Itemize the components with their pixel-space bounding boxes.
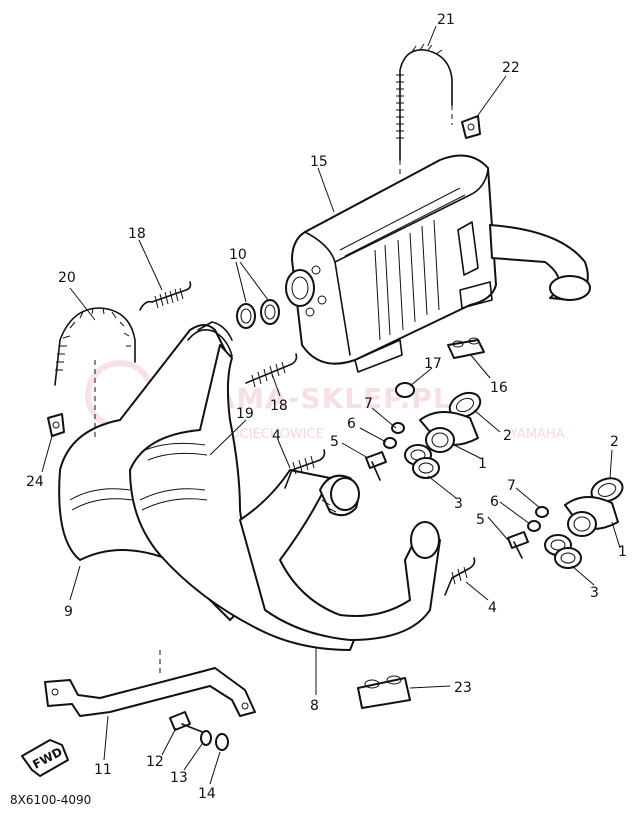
gaskets-10[interactable] [236, 299, 280, 329]
damper-16[interactable] [447, 337, 485, 359]
watermark-right-text: YAMAHA [509, 427, 565, 442]
callout-9: 9 [64, 604, 73, 620]
callout-5-lower: 5 [476, 512, 485, 528]
hardware-upper[interactable] [365, 422, 405, 481]
callout-7-upper: 7 [364, 396, 373, 412]
callout-19: 19 [236, 406, 254, 422]
callout-4-upper: 4 [272, 428, 281, 444]
callout-1-lower: 1 [618, 544, 627, 560]
washer-13[interactable] [200, 730, 212, 746]
callout-2-upper: 2 [503, 428, 512, 444]
callout-23: 23 [454, 680, 472, 696]
callout-labels: 21 22 15 18 10 20 18 19 17 16 7 6 5 2 1 … [26, 12, 627, 802]
damper-14[interactable] [215, 733, 229, 751]
gaskets-3-upper[interactable] [404, 444, 440, 479]
callout-18-lower: 18 [270, 398, 288, 414]
damper-23[interactable] [357, 675, 411, 709]
callout-7-lower: 7 [507, 478, 516, 494]
callout-6-lower: 6 [490, 494, 499, 510]
callout-11: 11 [94, 762, 112, 778]
callout-12: 12 [146, 754, 164, 770]
callout-24: 24 [26, 474, 44, 490]
nut-17[interactable] [395, 382, 415, 398]
callout-2-lower: 2 [610, 434, 619, 450]
spring-20[interactable] [54, 307, 136, 386]
callout-13: 13 [170, 770, 188, 786]
callout-3-lower: 3 [590, 585, 599, 601]
leader-lines [41, 25, 621, 785]
callout-1-upper: 1 [478, 456, 487, 472]
callout-21: 21 [437, 12, 455, 28]
spring-18-upper[interactable] [139, 281, 192, 311]
bracket-22[interactable] [461, 115, 481, 139]
callout-16: 16 [490, 380, 508, 396]
callout-4-lower: 4 [488, 600, 497, 616]
hardware-lower[interactable] [507, 506, 549, 559]
callout-10: 10 [229, 247, 247, 263]
callout-17: 17 [424, 356, 442, 372]
muffler[interactable] [285, 154, 591, 373]
spring-4-lower[interactable] [444, 557, 476, 596]
callout-20: 20 [58, 270, 76, 286]
callout-6-upper: 6 [347, 416, 356, 432]
callout-5-upper: 5 [330, 434, 339, 450]
spring-21[interactable] [396, 43, 453, 161]
flange-1-lower[interactable] [564, 496, 619, 537]
callout-3-upper: 3 [454, 496, 463, 512]
callout-8: 8 [310, 698, 319, 714]
diagram-code: 8X6100-4090 [10, 793, 91, 807]
spring-18-lower[interactable] [245, 353, 298, 388]
callout-18-upper: 18 [128, 226, 146, 242]
callout-14: 14 [198, 786, 216, 802]
fwd-arrow-icon: FWD [21, 739, 69, 777]
gasket-2-lower[interactable] [588, 474, 626, 506]
callout-15: 15 [310, 154, 328, 170]
callout-22: 22 [502, 60, 520, 76]
bolt-12[interactable] [169, 711, 206, 734]
spring-4-upper[interactable] [284, 449, 326, 489]
exhaust-header-assembly[interactable] [58, 321, 441, 651]
clip-24[interactable] [47, 413, 65, 437]
gaskets-3-lower[interactable] [544, 534, 582, 569]
flange-1-upper[interactable] [419, 411, 479, 453]
stay-11[interactable] [44, 667, 256, 717]
